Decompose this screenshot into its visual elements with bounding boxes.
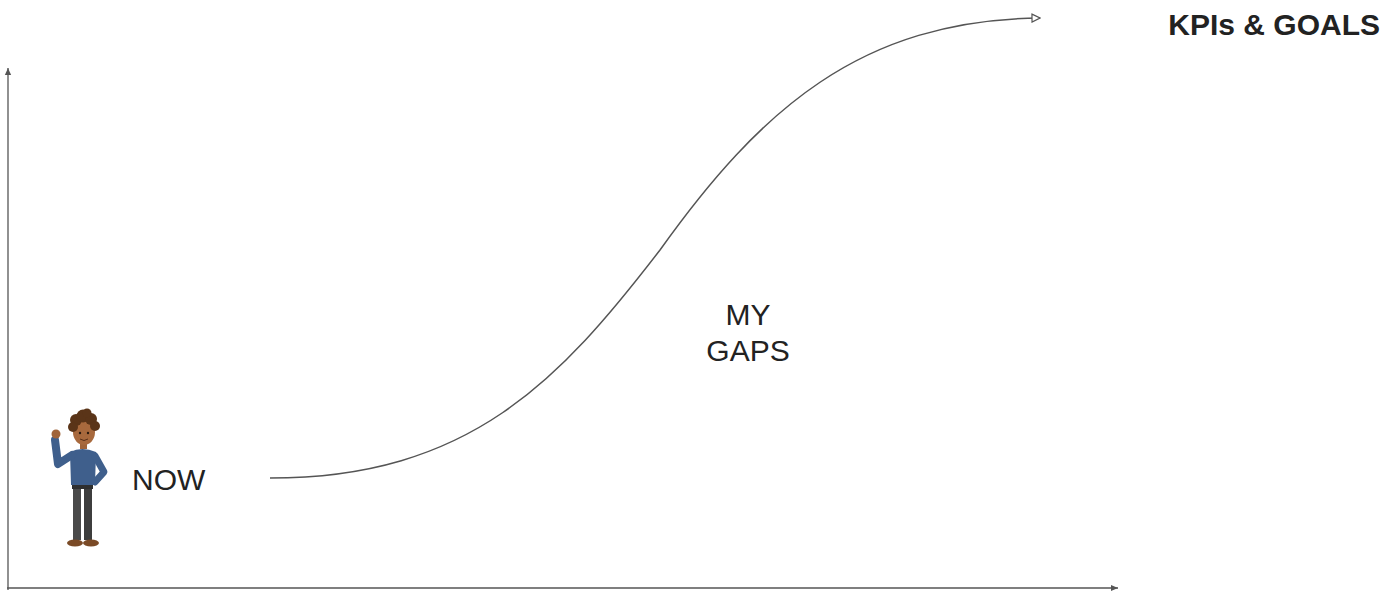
goal-label: KPIs & GOALS (1168, 7, 1380, 43)
person-figure (52, 409, 105, 547)
gaps-label: MY GAPS (706, 297, 789, 369)
growth-curve (270, 18, 1040, 478)
now-label: NOW (132, 462, 205, 498)
x-axis (7, 587, 1118, 588)
y-axis (7, 68, 8, 590)
